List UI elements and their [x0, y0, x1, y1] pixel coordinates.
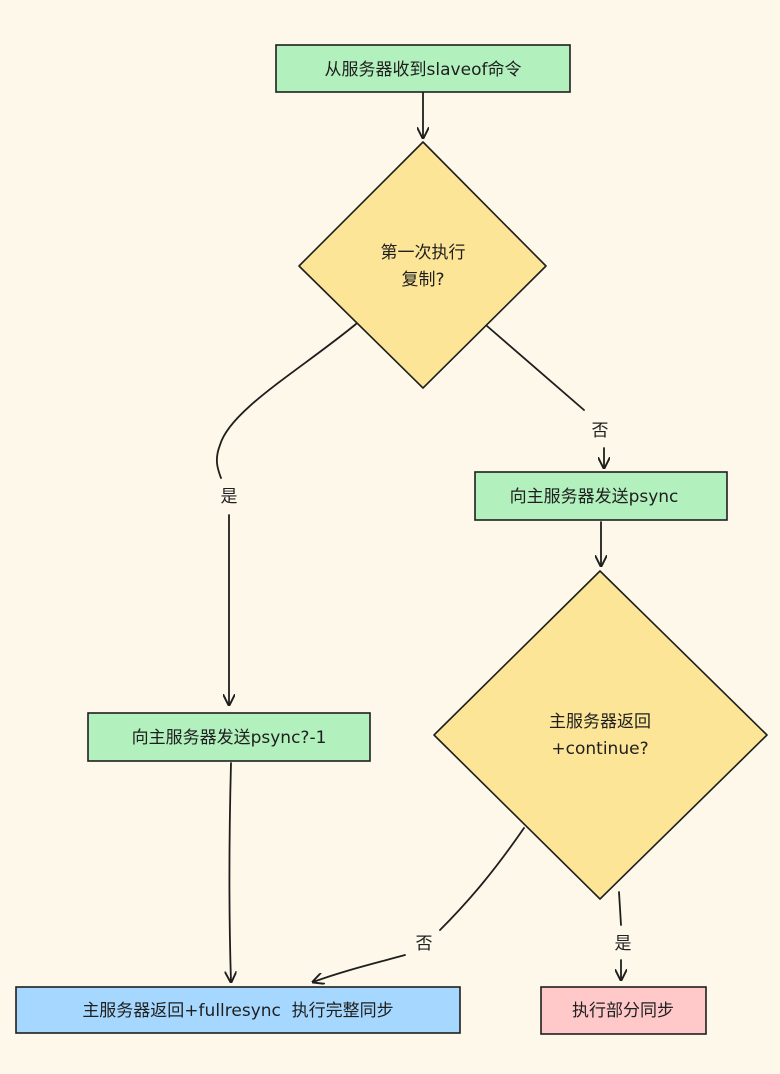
node-start: 从服务器收到slaveof命令	[275, 44, 571, 93]
node-partial-sync: 执行部分同步	[540, 986, 707, 1035]
node-continue-label-line1: 主服务器返回	[549, 712, 651, 732]
edge-decision-yes-top	[215, 323, 357, 479]
node-first-time-label-line2: 复制?	[401, 270, 444, 290]
node-send-psync: 向主服务器发送psync	[474, 471, 728, 521]
node-full-sync: 主服务器返回+fullresync 执行完整同步	[15, 986, 461, 1034]
node-full-sync-box	[15, 986, 461, 1034]
node-continue-label-line2: +continue?	[551, 739, 648, 759]
edge-label-first-no: 否	[592, 421, 609, 441]
edge-label-continue-no: 否	[416, 934, 433, 954]
node-send-psync-box	[474, 471, 728, 521]
node-send-psync-label: 向主服务器发送psync	[510, 487, 679, 507]
edge-label-continue-yes: 是	[615, 934, 632, 954]
node-send-psync-minus1-box	[87, 712, 371, 762]
node-full-sync-label: 主服务器返回+fullresync 执行完整同步	[82, 1001, 393, 1021]
node-first-time-decision: 第一次执行 复制?	[298, 141, 547, 389]
node-start-label: 从服务器收到slaveof命令	[325, 60, 522, 80]
node-continue-diamond	[433, 570, 768, 900]
node-first-time-diamond	[298, 141, 547, 389]
node-send-psync-minus1: 向主服务器发送psync?-1	[87, 712, 371, 762]
node-continue-decision: 主服务器返回 +continue?	[433, 570, 768, 900]
edge-continue-yes-top	[618, 891, 622, 926]
edge-decision-no-top	[486, 325, 585, 411]
edge-continue-no-bottom	[313, 954, 406, 982]
edge-label-first-yes: 是	[221, 487, 238, 507]
node-partial-sync-label: 执行部分同步	[572, 1001, 674, 1021]
edge-minus1-to-full	[230, 762, 232, 982]
node-start-box	[275, 44, 571, 93]
edge-continue-no-top	[439, 827, 525, 931]
node-send-psync-minus1-label: 向主服务器发送psync?-1	[132, 728, 327, 748]
edges	[215, 91, 622, 982]
node-first-time-label-line1: 第一次执行	[381, 243, 466, 263]
node-partial-sync-box	[540, 986, 707, 1035]
